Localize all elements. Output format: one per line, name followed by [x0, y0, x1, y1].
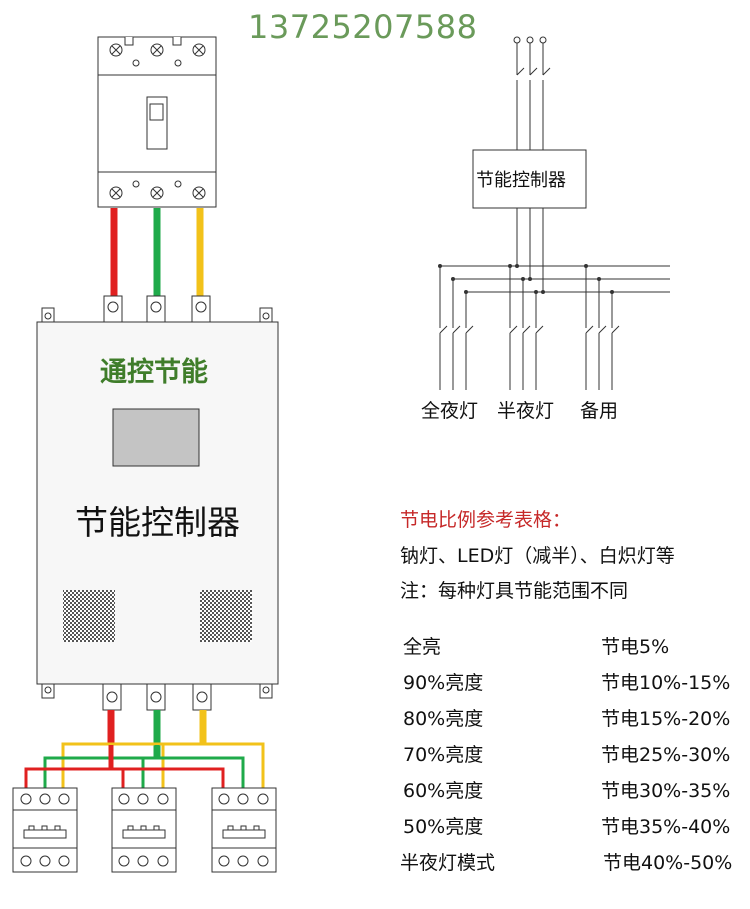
group-label-spare: 备用: [580, 400, 619, 422]
input-lugs: [103, 295, 211, 323]
ratio-level: 70%亮度: [403, 744, 484, 766]
group-label-full-night: 全夜灯: [421, 400, 479, 422]
main-breaker: [97, 36, 217, 208]
ratio-level: 50%亮度: [403, 816, 484, 838]
group-label-half-night: 半夜灯: [497, 400, 555, 422]
schematic-controller-label: 节能控制器: [476, 170, 566, 191]
brand-logo-text: 通控节能: [100, 357, 208, 388]
output-lugs: [102, 683, 212, 711]
ratio-saving: 节电35%-40%: [601, 816, 731, 838]
ratio-saving: 节电5%: [601, 636, 670, 658]
schematic: [438, 36, 670, 390]
ratio-level: 90%亮度: [403, 672, 484, 694]
branch-breaker-3: [211, 787, 277, 873]
controller-title: 节能控制器: [75, 503, 240, 542]
ratio-saving: 节电15%-20%: [601, 708, 731, 730]
distribution-wires: [24, 742, 265, 799]
phase-wires-top: [110, 208, 204, 296]
lamp-types-line: 钠灯、LED灯（减半）、白炽灯等: [400, 545, 675, 567]
controller-cabinet: [36, 307, 279, 699]
branch-breaker-2: [111, 787, 177, 873]
ratio-level: 半夜灯模式: [400, 852, 496, 874]
ratio-saving: 节电25%-30%: [601, 744, 731, 766]
ratio-saving: 节电40%-50%: [603, 852, 733, 874]
note-line: 注：每种灯具节能范围不同: [400, 580, 629, 602]
ratio-table-title: 节电比例参考表格：: [400, 509, 572, 531]
ratio-level: 80%亮度: [403, 708, 484, 730]
ratio-level: 60%亮度: [403, 780, 484, 802]
ratio-saving: 节电10%-15%: [601, 672, 731, 694]
branch-breaker-1: [12, 787, 78, 873]
ratio-saving: 节电30%-35%: [601, 780, 731, 802]
phone-number: 13725207588: [248, 8, 478, 46]
ratio-level: 全亮: [403, 636, 442, 658]
